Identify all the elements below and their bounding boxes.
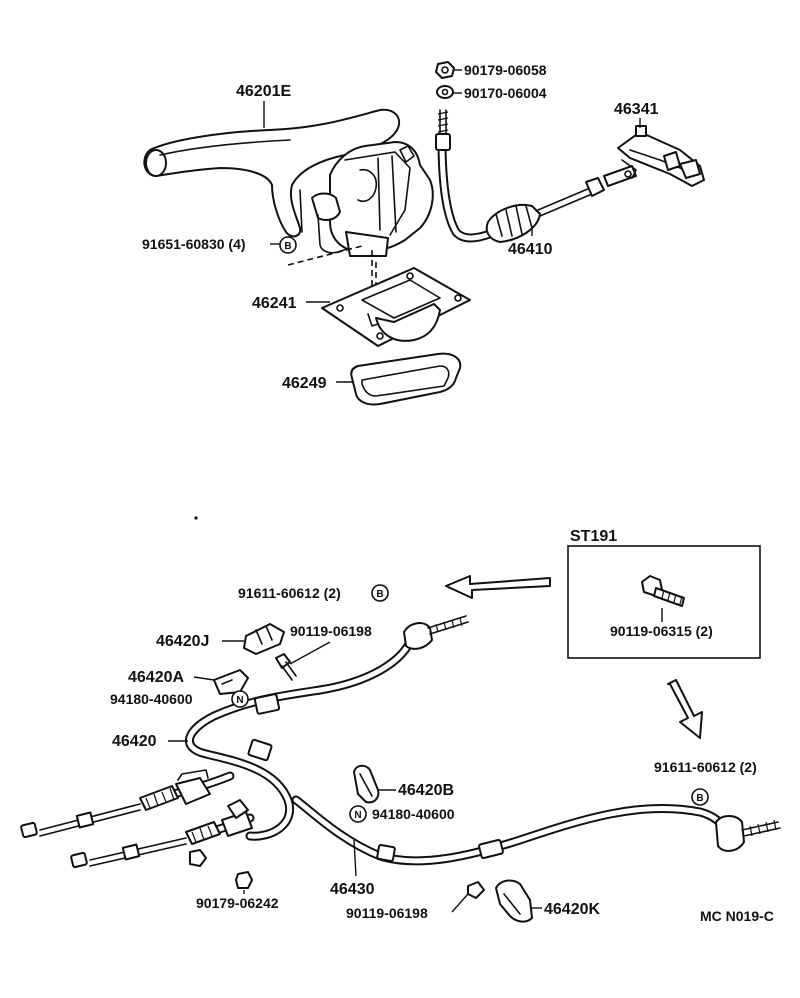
label-46201E: 46201E bbox=[236, 83, 291, 100]
stray-mark bbox=[194, 516, 198, 520]
nut-90179-06242 bbox=[235, 871, 253, 889]
label-46410: 46410 bbox=[508, 241, 553, 258]
label-94180-40600-mid: 94180-40600 bbox=[372, 806, 455, 822]
nut-left-small bbox=[189, 849, 207, 867]
boot-retainer-plate-46241 bbox=[321, 267, 471, 347]
label-46420B: 46420B bbox=[398, 782, 454, 799]
bolt-90119-06198-top bbox=[275, 653, 297, 681]
clip-46420A bbox=[213, 669, 249, 695]
label-46420: 46420 bbox=[112, 733, 157, 750]
svg-text:B: B bbox=[376, 589, 383, 600]
label-46420A: 46420A bbox=[128, 669, 184, 686]
gasket-46249 bbox=[350, 352, 462, 406]
nut-90179-06058 bbox=[435, 61, 455, 79]
rear-cable-lower-end bbox=[70, 799, 255, 869]
clamp-46420J bbox=[243, 623, 285, 655]
catalog-code: MC N019-C bbox=[700, 908, 774, 924]
clamp-46420K bbox=[495, 879, 533, 923]
label-91611-60612-top: 91611-60612 (2) bbox=[238, 585, 341, 601]
label-46241: 46241 bbox=[252, 295, 297, 312]
label-90179-06058: 90179-06058 bbox=[464, 62, 547, 78]
bolt-badge-b-left: B bbox=[371, 584, 389, 602]
arrow-down-right bbox=[667, 679, 703, 739]
bolt-badge-b-right: B bbox=[691, 788, 709, 806]
svg-text:B: B bbox=[696, 793, 703, 804]
svg-text:N: N bbox=[354, 810, 361, 821]
label-90119-06198-bottom: 90119-06198 bbox=[346, 905, 428, 921]
rear-cable-46420 bbox=[20, 615, 469, 841]
clip-46420B bbox=[353, 764, 380, 804]
svg-text:B: B bbox=[284, 241, 291, 252]
label-90170-06004: 90170-06004 bbox=[464, 85, 547, 101]
label-91611-60612-right: 91611-60612 (2) bbox=[654, 759, 757, 775]
label-46249: 46249 bbox=[282, 375, 327, 392]
bolt-90119-06315 bbox=[641, 575, 685, 607]
label-91651-60830: 91651-60830 (4) bbox=[142, 236, 246, 252]
nut-badge-n-left: N bbox=[231, 690, 249, 708]
rear-cable-46430 bbox=[291, 795, 781, 866]
svg-text:N: N bbox=[236, 695, 243, 706]
bolt-badge-b-top: B bbox=[279, 236, 297, 254]
alignment-line-bolt bbox=[287, 245, 363, 266]
label-94180-40600-left: 94180-40600 bbox=[110, 691, 193, 707]
front-cable-46410 bbox=[435, 109, 637, 243]
lever-bracket-mechanism bbox=[299, 141, 434, 257]
nut-badge-n-mid: N bbox=[349, 805, 367, 823]
arrow-left bbox=[445, 575, 551, 599]
label-46420K: 46420K bbox=[544, 901, 600, 918]
label-90179-06242: 90179-06242 bbox=[196, 895, 279, 911]
label-46420J: 46420J bbox=[156, 633, 209, 650]
label-90119-06198-top: 90119-06198 bbox=[290, 623, 372, 639]
st191-detail-box: 90119-06315 (2) bbox=[567, 545, 761, 659]
label-st191: ST191 bbox=[570, 528, 617, 545]
label-90119-06315: 90119-06315 (2) bbox=[610, 623, 713, 639]
washer-90170-06004 bbox=[436, 85, 454, 99]
label-46341: 46341 bbox=[614, 101, 659, 118]
label-46430: 46430 bbox=[330, 881, 375, 898]
equalizer-46341 bbox=[617, 125, 705, 187]
parking-brake-lever-46201E bbox=[143, 108, 400, 238]
bolt-90119-06198-bottom bbox=[467, 881, 485, 899]
